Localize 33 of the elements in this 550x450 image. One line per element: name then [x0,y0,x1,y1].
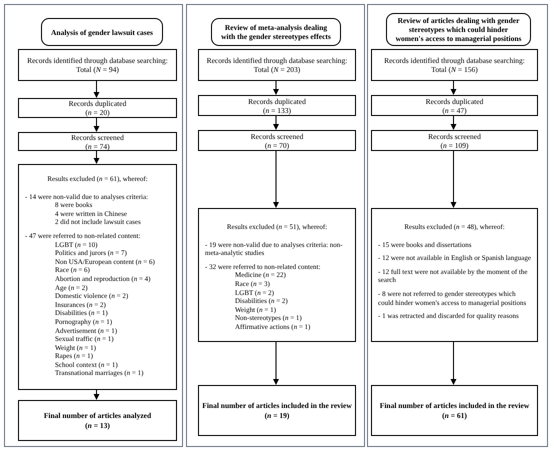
result-box [18,400,177,441]
exclusion-box [371,208,538,342]
process-box [198,130,356,151]
panel-frame [4,4,183,447]
process-box [371,95,538,116]
process-box [18,98,177,118]
process-box [198,49,356,81]
process-box [371,130,538,151]
arrow [273,340,279,385]
section-title-box [41,18,163,46]
exclusion-box [198,208,356,342]
arrow [94,150,100,164]
arrow [450,340,456,385]
result-box [371,385,538,436]
arrow [450,114,456,130]
panel-frame [186,4,365,447]
arrow [94,388,100,400]
arrow [273,80,279,95]
arrow [273,150,279,208]
exclusion-box [18,164,177,390]
arrow [450,80,456,95]
process-box [18,49,177,81]
process-box [198,95,356,116]
arrow [273,114,279,130]
arrow [94,116,100,132]
process-box [371,49,538,81]
process-box [18,132,177,151]
panel-frame [367,4,548,447]
section-title-box [211,18,341,46]
arrow [94,80,100,98]
section-title-box [386,13,531,46]
arrow [450,150,456,208]
result-box [198,385,356,436]
